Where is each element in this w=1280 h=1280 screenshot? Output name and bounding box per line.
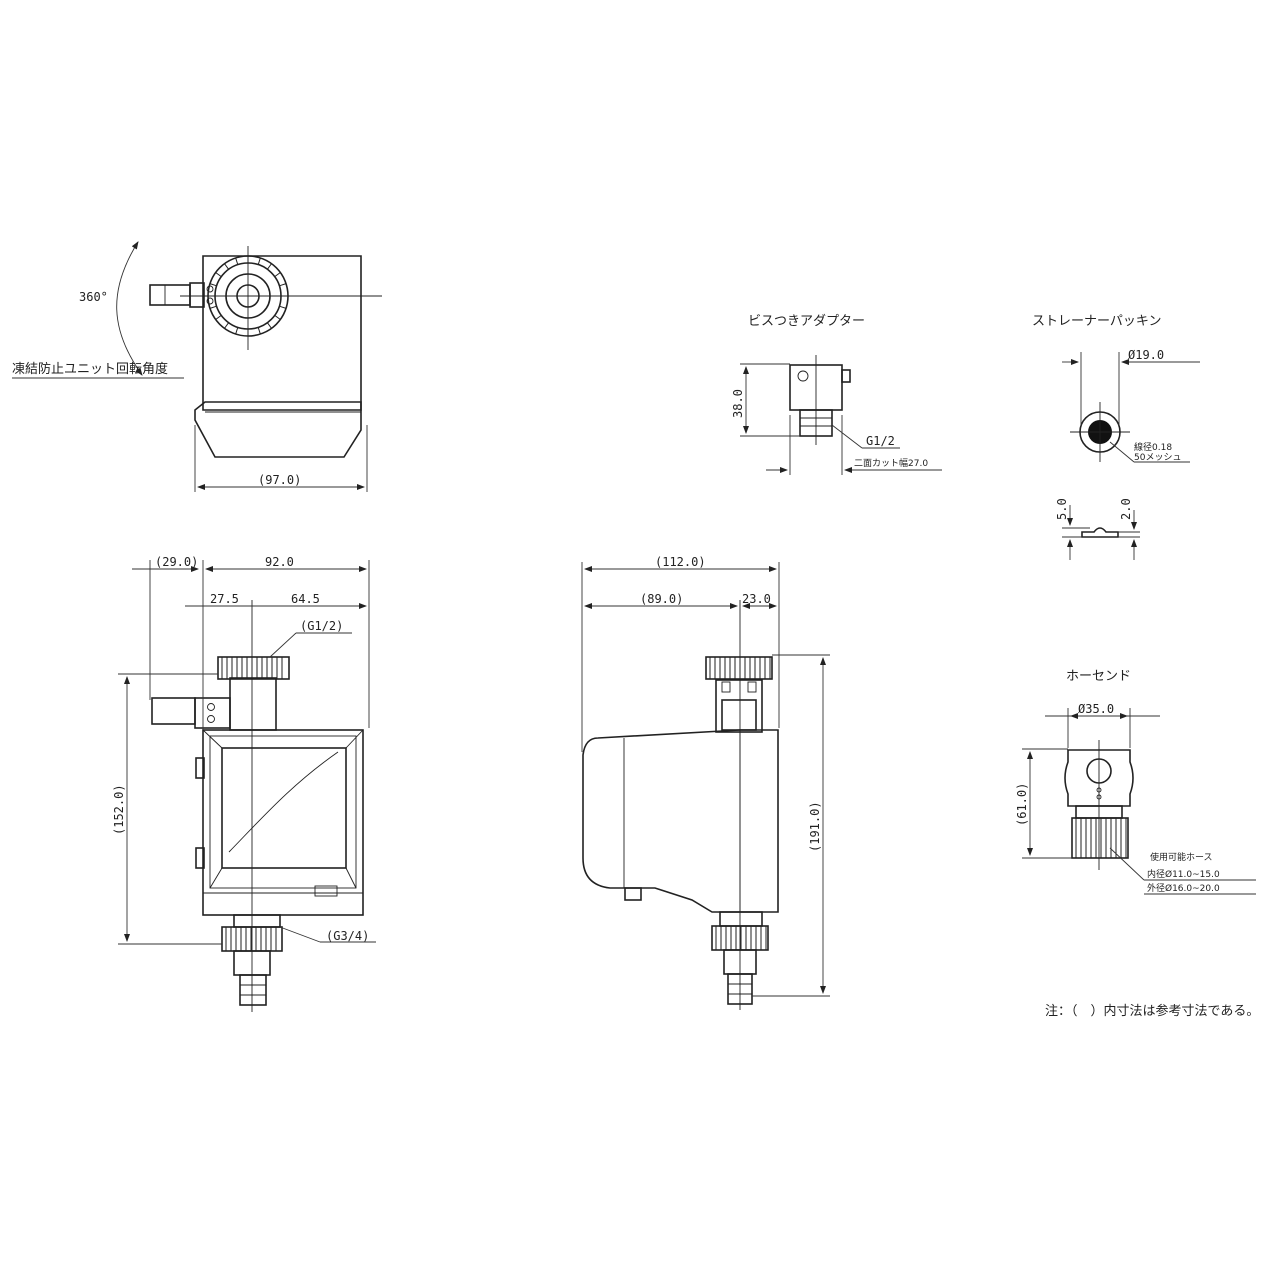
hose-end-detail: ホーセンド Ø35.0 (61.0) 使用可能ホース 内径Ø11.0~15.0 … (1015, 669, 1256, 895)
hose-usable-label: 使用可能ホース (1150, 851, 1213, 863)
dim-front-offset: 27.5 (210, 592, 239, 606)
strainer-wire-label: 線径0.18 (1134, 441, 1172, 453)
adapter-height-dim: 38.0 (731, 389, 745, 418)
strainer-dia-dim: Ø19.0 (1128, 348, 1164, 362)
knurl-line (224, 322, 230, 329)
knurl-line (274, 314, 281, 320)
side-view: (112.0) (89.0) 23.0 (191.0) (581, 555, 830, 1010)
hose-dia-dim: Ø35.0 (1078, 702, 1114, 716)
strainer-title: ストレーナーパッキン (1032, 314, 1161, 329)
strainer-h2-dim: 2.0 (1119, 498, 1133, 520)
strainer-h1-dim: 5.0 (1055, 498, 1069, 520)
front-view: (29.0) 92.0 27.5 64.5 (G1/2) (152.0) (G3… (112, 555, 376, 1012)
knurl-line (257, 257, 261, 265)
dim-side-cap: 23.0 (742, 592, 771, 606)
dim-side-height: (191.0) (808, 801, 822, 852)
strainer-mesh-label: 50メッシュ (1134, 453, 1181, 463)
top-view: 360° 凍結防止ユニット回転角度 (97.0) (12, 241, 382, 492)
screw-adapter-detail: ビスつきアダプター 38.0 G1/2 二面カット幅27.0 (731, 314, 942, 475)
dim-front-right: 64.5 (291, 592, 320, 606)
strainer-packing-detail: ストレーナーパッキン Ø19.0 線径0.18 50メッシュ 5.0 2.0 (1032, 314, 1200, 560)
outlet-thread-label: (G3/4) (326, 929, 369, 943)
knurl-line (209, 283, 217, 287)
dim-side-body: (89.0) (640, 592, 683, 606)
adapter-flats-label: 二面カット幅27.0 (854, 457, 928, 469)
rotation-caption: 凍結防止ユニット回転角度 (12, 361, 168, 377)
dim-top-width: (97.0) (258, 473, 301, 487)
knurl-line (266, 263, 272, 270)
dim-side-depth: (112.0) (655, 555, 706, 569)
reference-note: 注：（ ）内寸法は参考寸法である。 (1045, 1003, 1259, 1019)
rotation-angle-label: 360° (79, 290, 108, 304)
knurl-line (235, 257, 239, 265)
knurl-line (224, 263, 230, 270)
knurl-line (257, 327, 261, 335)
knurl-line (215, 272, 222, 278)
hose-outer-label: 外径Ø16.0~20.0 (1147, 882, 1220, 894)
hose-height-dim: (61.0) (1015, 783, 1029, 826)
dim-front-left-ext: (29.0) (155, 555, 198, 569)
knurl-line (274, 272, 281, 278)
dim-front-width: 92.0 (265, 555, 294, 569)
knurl-line (209, 305, 217, 309)
knurl-line (266, 322, 272, 329)
hose-inner-label: 内径Ø11.0~15.0 (1147, 868, 1220, 880)
screw-adapter-title: ビスつきアダプター (748, 314, 865, 329)
knurl-line (279, 283, 287, 287)
knurl-line (235, 327, 239, 335)
inlet-thread-label: (G1/2) (300, 619, 343, 633)
dim-front-height: (152.0) (112, 784, 126, 835)
knurl-line (215, 314, 222, 320)
knurl-line (279, 305, 287, 309)
hose-end-title: ホーセンド (1066, 669, 1131, 684)
adapter-thread-label: G1/2 (866, 434, 895, 448)
